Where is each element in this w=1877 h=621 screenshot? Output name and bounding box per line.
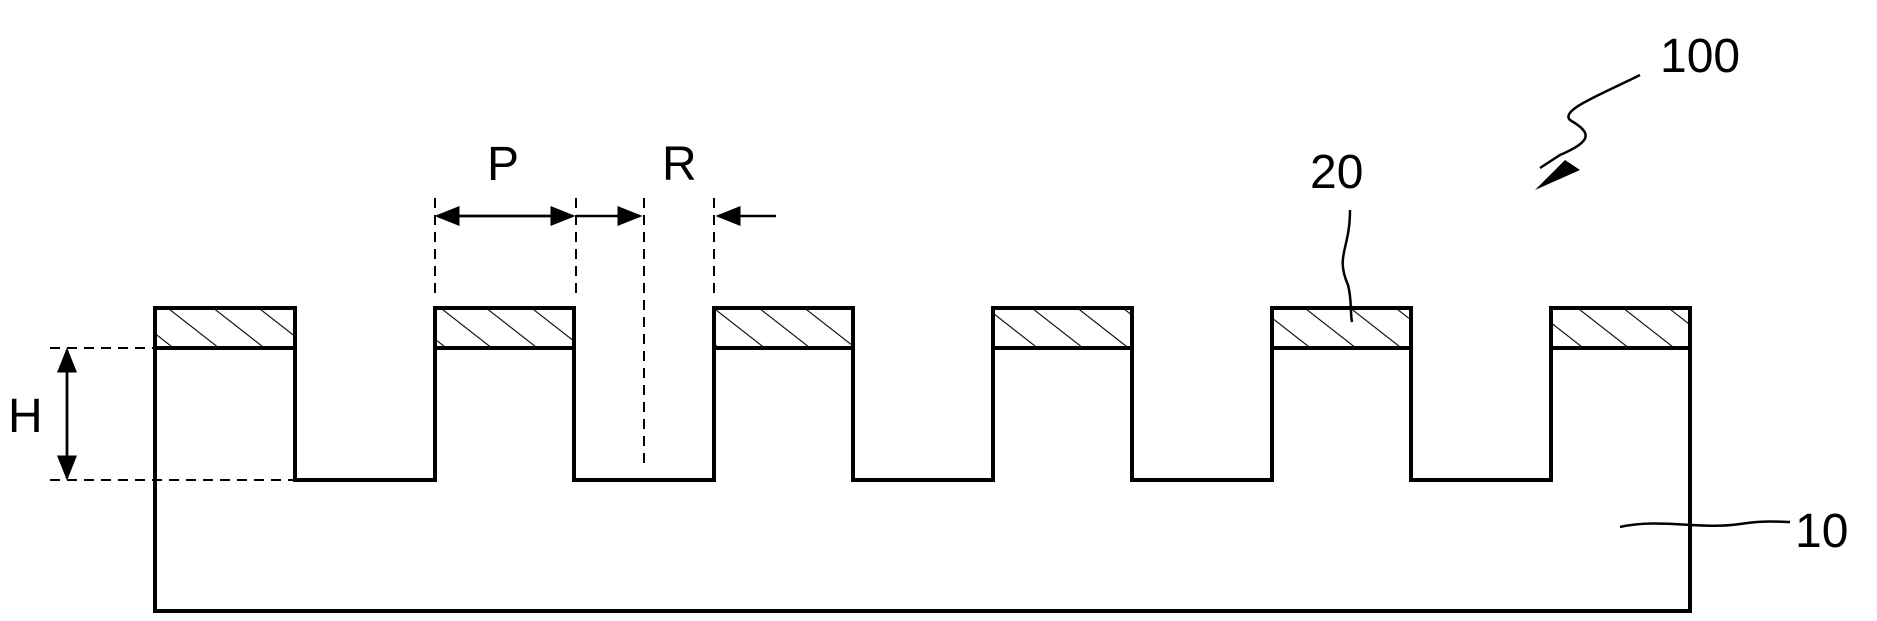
label-H: H [8, 390, 43, 443]
top-layer-segments [155, 308, 1690, 348]
label-100: 100 [1660, 30, 1740, 83]
layer-segment [714, 308, 853, 348]
label-10: 10 [1795, 505, 1848, 558]
leader-100-arrowhead [1535, 160, 1580, 190]
leader-10 [1620, 522, 1790, 528]
layer-segment [993, 308, 1132, 348]
leader-20 [1343, 210, 1352, 322]
layer-segment [155, 308, 295, 348]
label-R: R [662, 138, 697, 191]
dimension-guides [50, 198, 714, 480]
label-P: P [487, 138, 519, 191]
leader-100 [1540, 75, 1640, 168]
substrate-outline [155, 308, 1690, 611]
label-20: 20 [1310, 146, 1363, 199]
layer-segment [435, 308, 574, 348]
layer-segment [1272, 308, 1411, 348]
layer-segment [1551, 308, 1690, 348]
